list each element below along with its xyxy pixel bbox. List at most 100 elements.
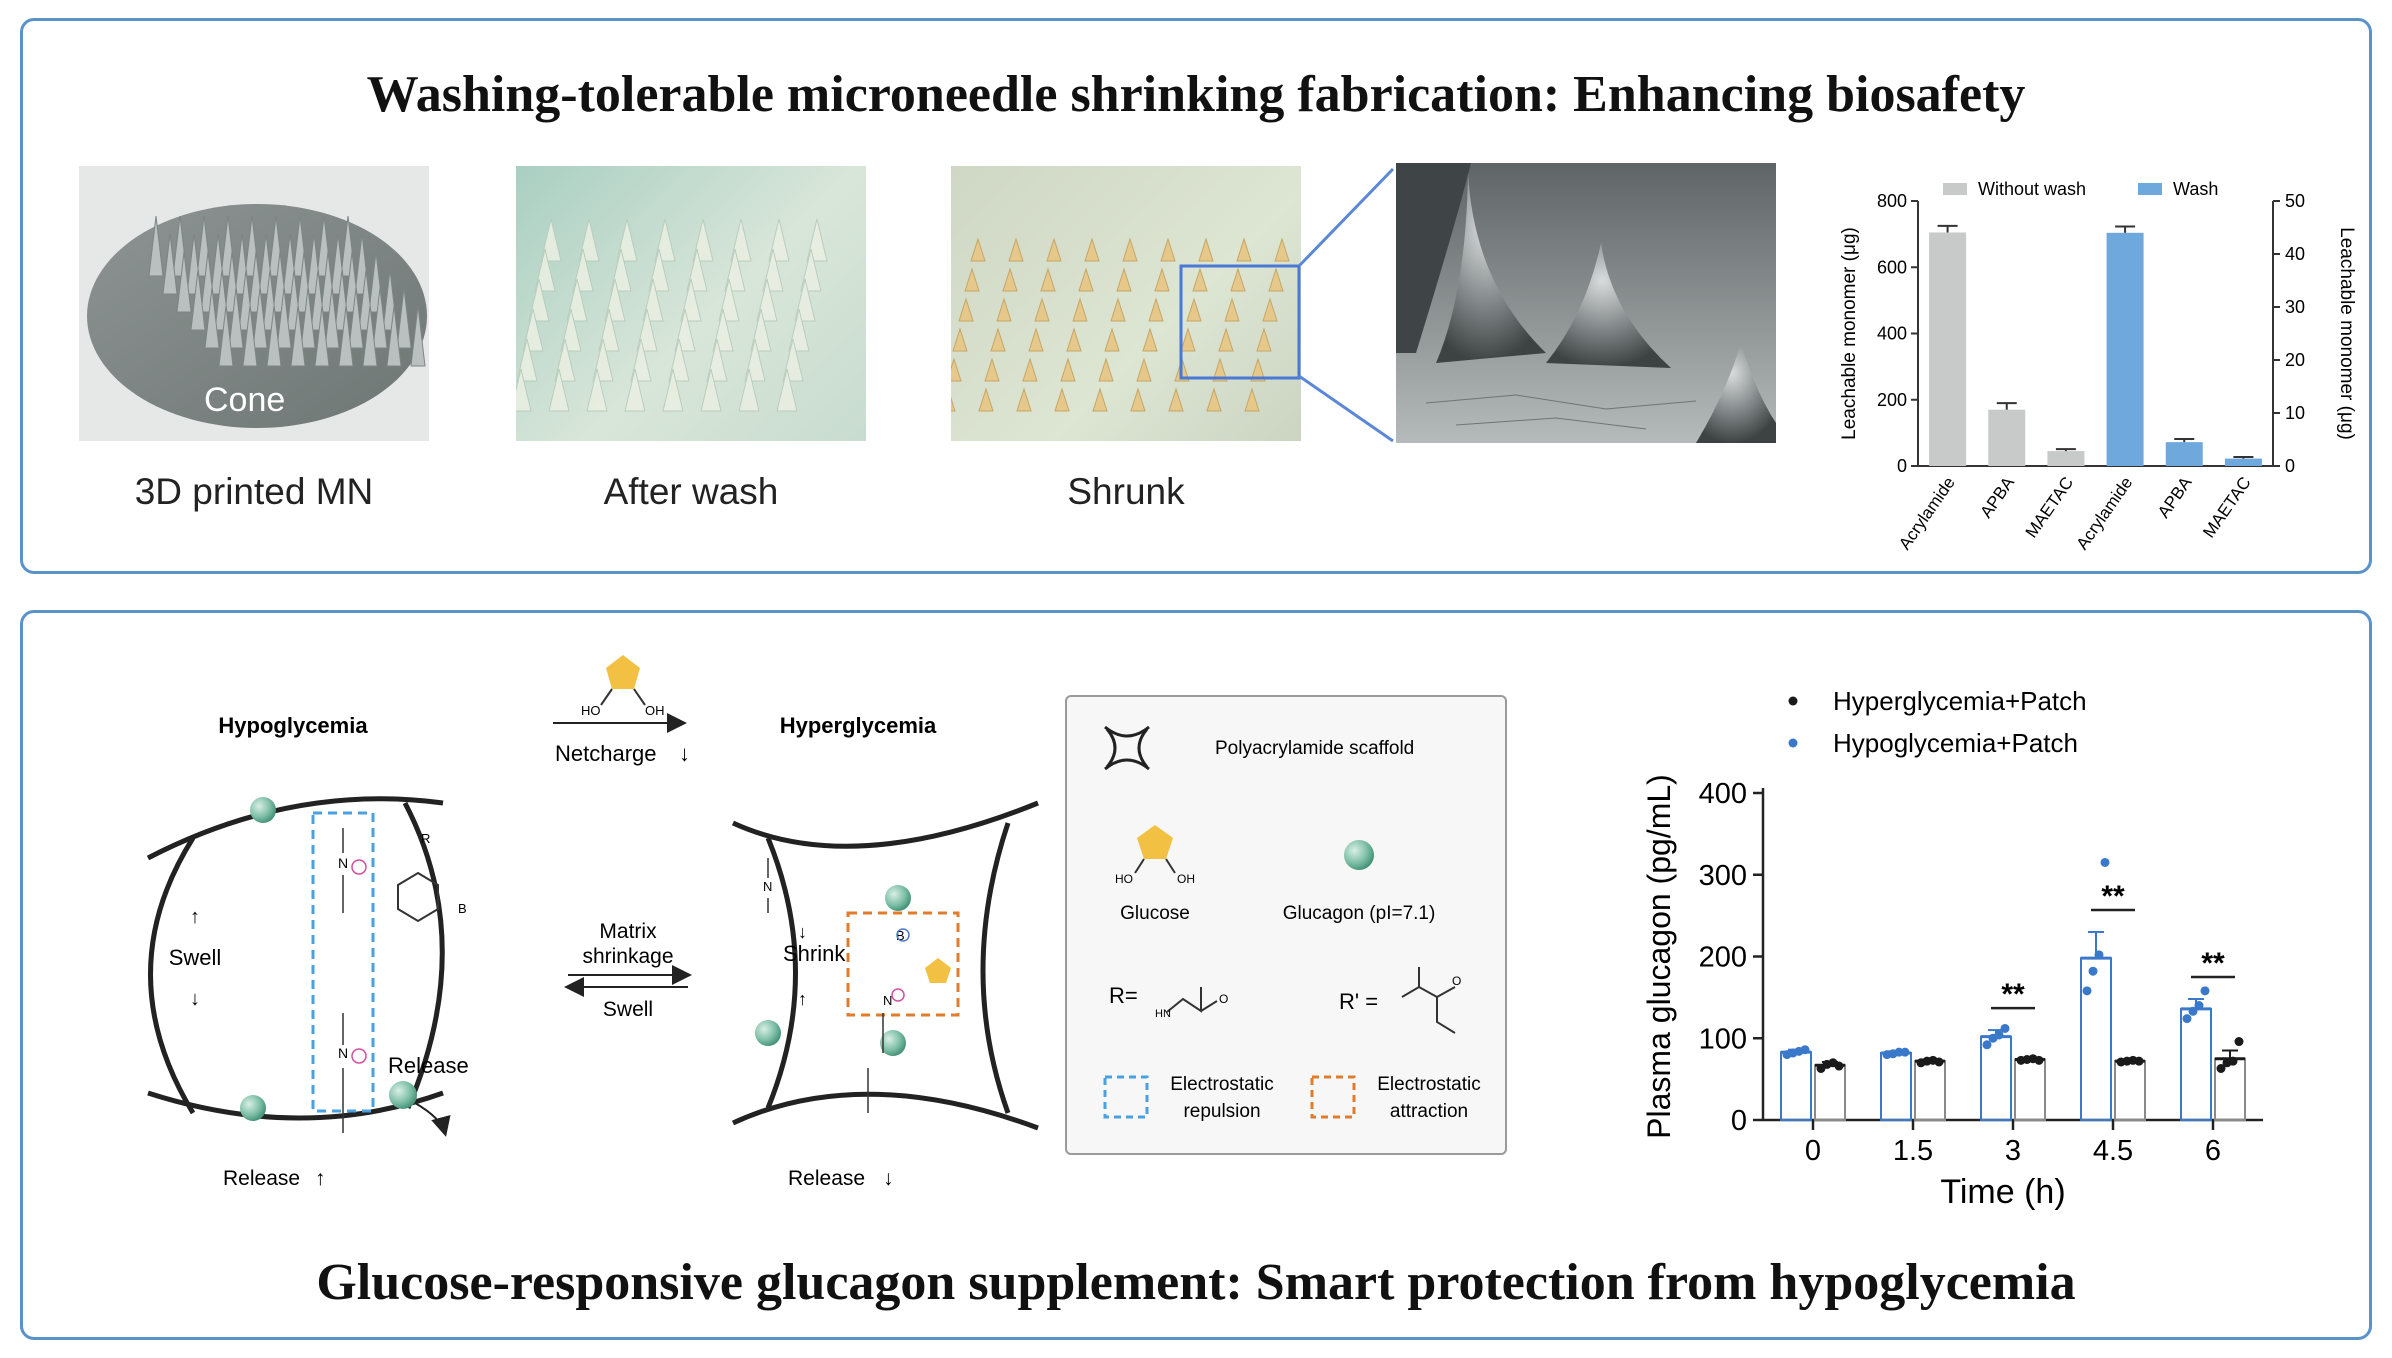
microneedle [410, 305, 426, 367]
y-axis-title-right: Leachable monomer (μg) [2336, 227, 2357, 440]
microneedle [1224, 297, 1240, 322]
microneedle [1066, 327, 1082, 352]
microneedle [1206, 387, 1222, 412]
microneedle [1180, 327, 1196, 352]
microneedle [990, 327, 1006, 352]
microneedle [276, 287, 292, 349]
y-tick-label: 400 [1699, 778, 1747, 810]
microneedle [630, 338, 652, 382]
zoom-connector [1297, 167, 1395, 443]
microneedle [654, 218, 676, 262]
data-point [1934, 1057, 1944, 1067]
microneedle [522, 308, 544, 352]
caption-3d-printed-mn: 3D printed MN [134, 471, 374, 512]
microneedle [1098, 357, 1114, 382]
svg-text:↓: ↓ [798, 922, 807, 942]
data-point [2082, 986, 2092, 996]
bar [2047, 451, 2085, 466]
microneedle [1040, 267, 1056, 292]
svg-text:Glucagon (pI=7.1): Glucagon (pI=7.1) [1283, 903, 1436, 924]
bar [2080, 957, 2112, 1122]
bar [2165, 442, 2203, 466]
microneedle [686, 248, 708, 292]
x-tick-label: 0 [1805, 1135, 1821, 1167]
y-tick-label: 200 [1699, 942, 1747, 974]
x-tick-label: 1.5 [1893, 1135, 1933, 1167]
svg-text:Electrostatic: Electrostatic [1377, 1074, 1480, 1095]
microneedle [1256, 327, 1272, 352]
y-axis-title: Plasma glucagon (pg/mL) [1641, 774, 1677, 1139]
image-3d-printed-mn: Cone [79, 166, 429, 441]
microneedle [560, 308, 582, 352]
release-right-label: Release [788, 1167, 865, 1190]
data-point [1834, 1061, 1844, 1071]
svg-text:B: B [896, 928, 905, 943]
data-point [2234, 1037, 2244, 1047]
svg-text:N: N [338, 855, 348, 871]
microneedle [604, 278, 626, 322]
microneedle [1186, 297, 1202, 322]
svg-text:N: N [763, 879, 772, 894]
microneedle [572, 248, 594, 292]
svg-text:N: N [338, 1045, 348, 1061]
data-point [2000, 1023, 2010, 1033]
data-point [2088, 966, 2098, 976]
microneedle [662, 368, 684, 412]
zoom-box [1179, 264, 1301, 380]
microneedle [706, 338, 728, 382]
release-inner-label: Release [388, 1053, 469, 1078]
y-tick-label: 300 [1699, 860, 1747, 892]
y-axis-title-left: Leachable monomer (μg) [1839, 227, 1860, 440]
microneedle [516, 368, 532, 412]
microneedle [300, 287, 316, 349]
microneedle [700, 368, 722, 412]
microneedle [1002, 267, 1018, 292]
microneedle [1198, 237, 1214, 262]
significance-label: ** [2001, 978, 2025, 1011]
release-up-icon: ↑ [315, 1167, 326, 1190]
y-tick-label-left: 600 [1877, 257, 1907, 277]
glucagon-legend-icon [1344, 840, 1374, 870]
microneedle [768, 218, 790, 262]
svg-text:N: N [883, 993, 892, 1008]
bar [2180, 1007, 2212, 1122]
microneedle [1122, 237, 1138, 262]
significance-label: ** [2201, 947, 2225, 980]
y-tick-label-right: 20 [2285, 350, 2305, 370]
microneedle [674, 308, 696, 352]
svg-text:HO: HO [581, 703, 601, 718]
x-tick-label: 4.5 [2093, 1135, 2133, 1167]
release-left-label: Release [223, 1167, 300, 1190]
data-point [2182, 1014, 2192, 1024]
data-point [2134, 1056, 2144, 1066]
microneedle [958, 297, 974, 322]
bar [1780, 1051, 1812, 1121]
microneedle [952, 327, 968, 352]
y-tick-label-right: 10 [2285, 403, 2305, 423]
microneedle [162, 233, 178, 295]
microneedle [1244, 387, 1260, 412]
microneedle [1104, 327, 1120, 352]
microneedle [750, 308, 772, 352]
x-tick-label: APBA [1976, 473, 2018, 522]
mechanism-diagram: Hypoglycemia Hyperglycemia HO OH Netchar… [146, 655, 1039, 1190]
microneedle [1192, 267, 1208, 292]
data-point [2216, 1063, 2226, 1073]
microneedle [386, 305, 402, 367]
microneedle [800, 248, 822, 292]
repulsion-box-left [311, 811, 375, 1113]
microneedle [668, 338, 690, 382]
microneedle [762, 248, 784, 292]
microneedle [616, 218, 638, 262]
microneedle [642, 278, 664, 322]
svg-text:↓: ↓ [190, 988, 200, 1010]
microneedle [1154, 267, 1170, 292]
microneedle [1142, 327, 1158, 352]
microneedle [1130, 387, 1146, 412]
microneedle [1054, 387, 1070, 412]
svg-text:B: B [458, 901, 467, 916]
microneedle [794, 278, 816, 322]
netcharge-label: Netcharge [555, 741, 657, 766]
microneedle [148, 215, 164, 277]
